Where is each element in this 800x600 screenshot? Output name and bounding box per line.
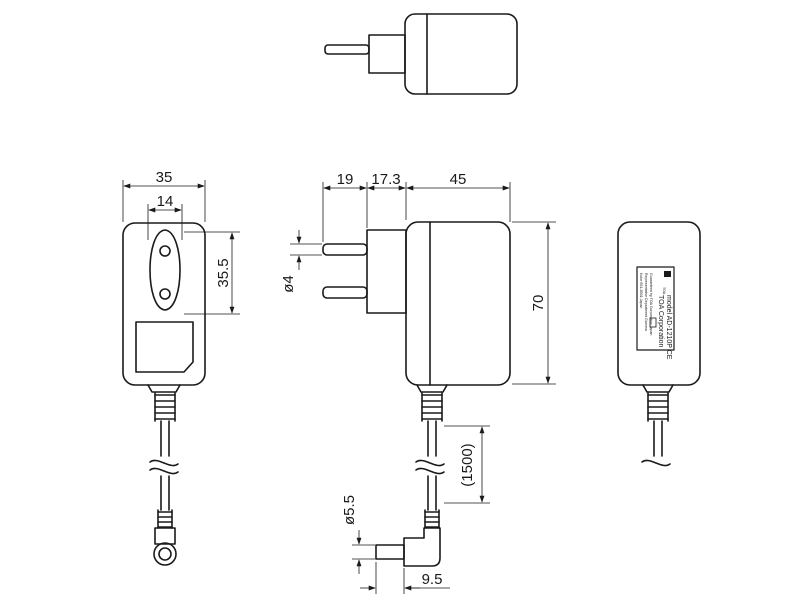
dim-label-9-5: 9.5	[422, 571, 443, 588]
toa-logo: TOA	[662, 271, 671, 295]
label-model: model AD-1210P CE	[665, 295, 672, 360]
dim-pin-length-19: 19	[322, 171, 368, 242]
dim-label-5-5: ø5.5	[341, 495, 358, 525]
dim-collar-17-3: 17.3	[367, 171, 407, 220]
dim-width-35: 35	[122, 169, 206, 222]
dim-label-70: 70	[530, 295, 547, 312]
dim-label-17-3: 17.3	[371, 171, 400, 188]
dim-label-35-5: 35.5	[215, 258, 232, 287]
dim-plug-length-9-5: 9.5	[360, 562, 450, 594]
rating-label: TOA model AD-1210P CE TOA Corporation Gu…	[636, 266, 675, 360]
strain-relief-front	[154, 392, 176, 422]
dim-label-14: 14	[157, 193, 174, 210]
label-brand: TOA Corporation	[657, 295, 664, 348]
dim-plug-dia-5-5: ø5.5	[341, 495, 375, 574]
dim-label-1500: (1500)	[459, 443, 476, 486]
label-fine-1: Guaranteed by TOA Corporation Japan	[649, 273, 653, 335]
dim-label-19: 19	[337, 171, 354, 188]
dim-label-35: 35	[156, 169, 173, 186]
logo-text: TOA	[662, 287, 666, 295]
strain-relief-rear	[647, 392, 669, 422]
dim-label-45: 45	[450, 171, 467, 188]
dim-label-4: ø4	[280, 275, 297, 293]
dim-cable-1500: (1500)	[444, 425, 490, 504]
top-view	[324, 13, 518, 95]
dim-body-height-70: 70	[512, 221, 556, 385]
dim-height-35-5: 35.5	[184, 231, 240, 315]
dim-body-depth-45: 45	[406, 171, 511, 222]
label-fine-2: Representative Department Gamma	[644, 273, 648, 331]
dim-pin-spacing-14: 14	[147, 193, 183, 240]
dim-pin-dia-4: ø4	[280, 230, 322, 293]
strain-relief-side	[421, 392, 443, 422]
rear-view	[617, 221, 701, 467]
label-fine-3: Kobe 651-8501 Japan	[639, 273, 643, 308]
side-view	[322, 221, 511, 567]
front-view	[122, 222, 206, 566]
